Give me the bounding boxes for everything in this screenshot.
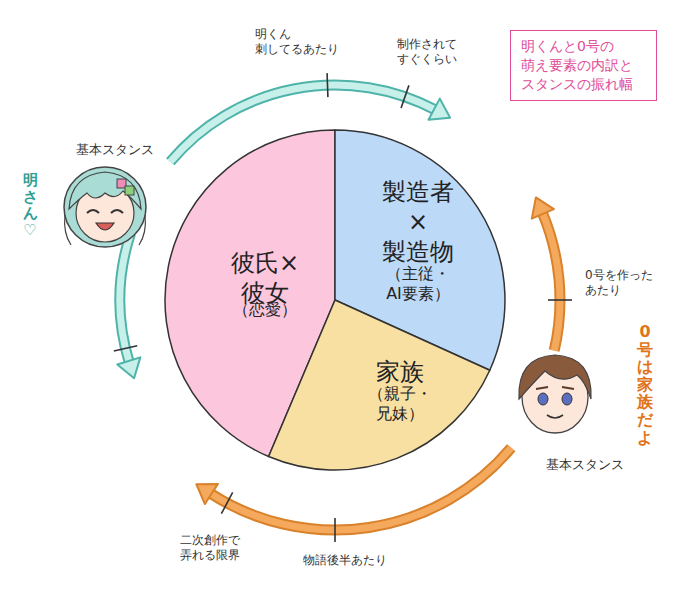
sector-heading: 彼氏×彼女 <box>230 248 300 308</box>
speech-note: 明さん♡ <box>23 172 38 238</box>
orange-arrow-head <box>196 484 218 504</box>
girl-face <box>64 167 146 247</box>
stage-note: 物語後半あたり <box>303 553 387 568</box>
sector-heading: 製造者 × 製造物 <box>376 177 460 267</box>
teal-arrow-head <box>429 99 451 120</box>
speech-note: 0号は家族だよ <box>637 323 653 446</box>
title-box: 明くんと0号の 萌え要素の内訳と スタンスの振れ幅 <box>510 30 657 101</box>
teal-arrow-fill <box>120 234 131 363</box>
stance-label: 基本スタンス <box>546 457 624 473</box>
stage-note: 二次創作で 弄れる限界 <box>180 533 250 563</box>
man-face <box>519 355 591 433</box>
teal-arrow-head <box>117 357 140 378</box>
orange-arrow-head <box>532 197 554 218</box>
tick-mark <box>401 85 409 108</box>
sector-heading: 家族 <box>376 357 424 387</box>
sector-outline <box>269 300 490 470</box>
stage-note: 明くん 刺してるあたり <box>255 27 355 57</box>
sector-subtext: （主従・AI要素） <box>375 264 462 304</box>
tick-mark <box>548 299 572 301</box>
diagram-title: 明くんと0号の 萌え要素の内訳と スタンスの振れ幅 <box>521 37 646 94</box>
orange-arrow-fill <box>542 212 560 351</box>
pie-sector: 家族（親子・兄妹） <box>268 300 490 470</box>
tick-mark <box>334 518 336 542</box>
sector-subtext: （恋愛） <box>233 300 297 320</box>
tick-mark <box>114 346 137 351</box>
teal-arrow <box>120 234 131 363</box>
tick-mark <box>326 73 328 97</box>
orange-arrow <box>542 212 560 351</box>
stage-note: 制作されて すぐくらい <box>397 37 467 67</box>
sector-subtext: （親子・兄妹） <box>355 384 445 424</box>
stance-label: 基本スタンス <box>76 142 154 158</box>
tick-mark <box>221 492 232 513</box>
stage-note: 0号を作った あたり <box>585 268 665 298</box>
